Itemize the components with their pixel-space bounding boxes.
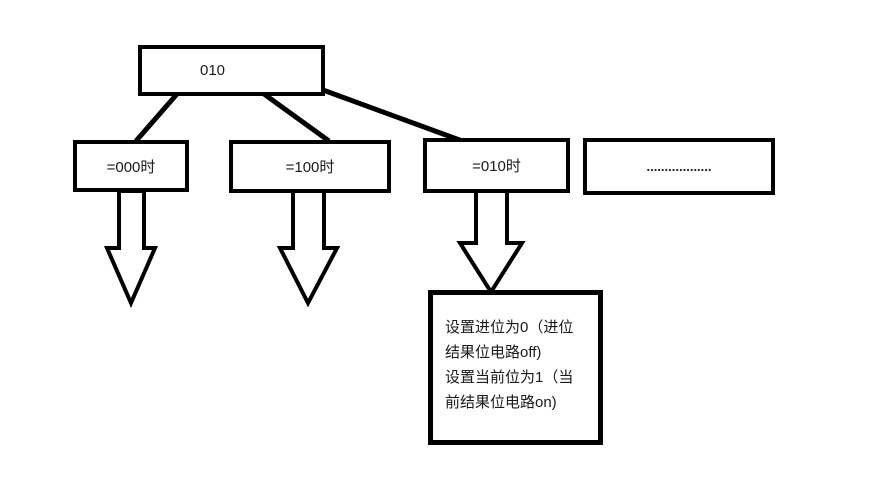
action-text-line-3: 设置当前位为1（当 xyxy=(445,369,574,386)
action-text-line-4: 前结果位电路on) xyxy=(445,394,557,411)
down-arrow-000 xyxy=(103,189,159,309)
connector-line-010 xyxy=(322,87,466,145)
node-case-000-label: =000时 xyxy=(106,158,156,176)
node-root: 010 xyxy=(138,45,325,96)
node-case-ellipsis-label: .................. xyxy=(646,159,712,174)
node-root-label: 010 xyxy=(199,62,226,79)
down-arrow-010 xyxy=(456,189,526,296)
action-text-line-1: 设置进位为0（进位 xyxy=(445,319,574,336)
node-case-010: =010时 xyxy=(423,138,570,193)
action-text-line-2: 结果位电路off) xyxy=(445,344,542,361)
connector-line-100 xyxy=(262,91,331,144)
node-case-ellipsis: .................. xyxy=(583,138,775,195)
down-arrow-100 xyxy=(276,189,341,308)
node-case-100: =100时 xyxy=(229,140,391,193)
node-case-100-label: =100时 xyxy=(285,159,335,176)
node-case-010-label: =010时 xyxy=(472,158,521,175)
connector-line-000 xyxy=(134,92,179,143)
node-action-010: 设置进位为0（进位 结果位电路off) 设置当前位为1（当 前结果位电路on) xyxy=(428,290,603,445)
node-case-000: =000时 xyxy=(73,140,189,192)
